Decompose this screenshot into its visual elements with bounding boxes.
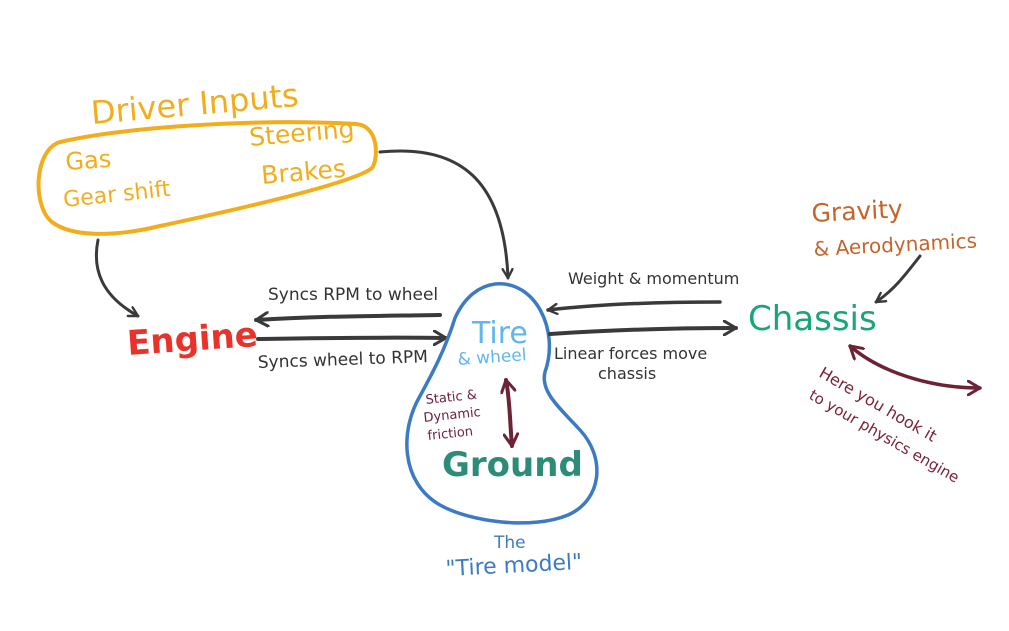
wheel-to-rpm-label: Syncs wheel to RPM — [257, 347, 428, 373]
friction-label-line-2: Dynamic — [423, 405, 482, 426]
engine-label: Engine — [126, 315, 259, 364]
linear-forces-label-line-2: chassis — [598, 364, 656, 383]
gravity-label: Gravity — [811, 194, 904, 228]
driver-inputs-box — [36, 120, 378, 236]
driver-input-gear-shift: Gear shift — [62, 177, 172, 213]
ground-label: Ground — [442, 445, 583, 485]
gravity-to-chassis-arrow — [874, 254, 922, 304]
aerodynamics-label: & Aerodynamics — [813, 228, 978, 261]
driver-to-tire-arrow — [378, 149, 508, 280]
rpm-to-wheel-arrow — [254, 315, 442, 320]
driver-to-engine-arrow — [94, 238, 140, 318]
weight-momentum-arrow — [546, 300, 722, 310]
friction-label-line-1: Static & — [425, 388, 478, 408]
linear-forces-label-line-1: Linear forces move — [554, 344, 707, 363]
friction-arrow — [506, 378, 512, 448]
physics-hook-arrow — [848, 344, 982, 388]
driver-input-steering: Steering — [248, 114, 356, 152]
wheel-to-rpm-arrow — [256, 338, 448, 339]
rpm-to-wheel-label: Syncs RPM to wheel — [268, 285, 438, 305]
tire-model-blob — [405, 282, 599, 525]
weight-momentum-label: Weight & momentum — [568, 269, 739, 288]
tire-label: Tire — [471, 316, 528, 351]
driver-input-gas: Gas — [64, 145, 112, 176]
tire-model-label-line-1: The — [493, 533, 526, 553]
friction-label-line-3: friction — [427, 424, 474, 444]
wheel-label: & wheel — [457, 345, 527, 370]
tire-model-label-line-2: "Tire model" — [445, 550, 583, 582]
chassis-label: Chassis — [748, 299, 877, 339]
linear-forces-arrow — [548, 328, 738, 334]
